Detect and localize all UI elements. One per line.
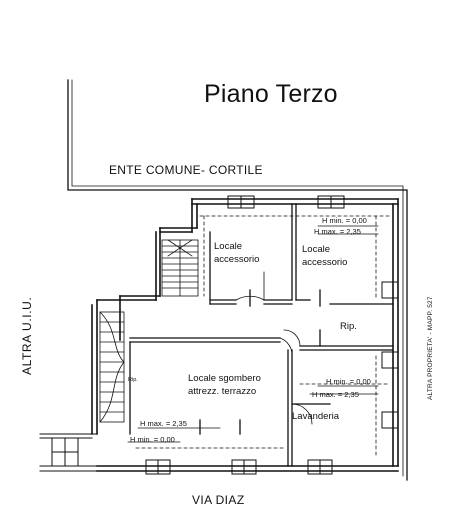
- room-ripostiglio: Rip.: [340, 321, 357, 332]
- south-label: VIA DIAZ: [192, 493, 245, 507]
- west-label: ALTRA U.I.U.: [20, 296, 34, 375]
- height-mid-min: H min. = 0,00: [326, 377, 371, 386]
- room-sgombero-line2: attrezz. terrazzo: [188, 386, 257, 397]
- room-ripostiglio-small: Rip.: [128, 377, 138, 383]
- stair-upper: [161, 239, 199, 297]
- room-locale-1-line2: accessorio: [214, 254, 260, 265]
- outer-walls: [91, 198, 399, 472]
- room-locale-2-line1: Locale: [302, 244, 330, 255]
- door-swings: [235, 271, 313, 425]
- room-lavanderia: Lavanderia: [292, 411, 340, 422]
- plan-title: Piano Terzo: [204, 80, 338, 108]
- room-locale-1-line1: Locale: [214, 241, 242, 252]
- room-sgombero-line1: Locale sgombero: [188, 373, 261, 384]
- stair-lower: [99, 311, 125, 423]
- room-locale-accessorio-1: Locale accessorio: [214, 240, 259, 266]
- height-bottom-max: H max. = 2,35: [140, 419, 187, 428]
- height-leaders: [127, 225, 379, 443]
- room-sgombero: Locale sgombero attrezz. terrazzo: [188, 372, 261, 398]
- room-locale-2-line2: accessorio: [302, 257, 348, 268]
- room-locale-accessorio-2: Locale accessorio: [302, 243, 347, 269]
- courtyard-boundary: [67, 79, 408, 481]
- dashed-lines: [135, 215, 391, 457]
- height-mid-max: H max. = 2,35: [312, 390, 359, 399]
- height-bottom-min: H min. = 0,00: [130, 435, 175, 444]
- internal-walls: [129, 203, 394, 467]
- windows-east: [381, 281, 399, 429]
- windows-north: [227, 195, 345, 209]
- courtyard-boundary-inner: [71, 79, 404, 477]
- windows-south: [145, 459, 333, 475]
- height-top-max: H max. = 2,35: [314, 227, 361, 236]
- wall-ticks: [199, 289, 321, 435]
- height-top-min: H min. = 0,00: [322, 216, 367, 225]
- north-label: ENTE COMUNE- CORTILE: [109, 163, 263, 177]
- east-label: ALTRA PROPRIETA' - MAPP. 527: [427, 296, 434, 400]
- neighbour-building: [39, 433, 98, 472]
